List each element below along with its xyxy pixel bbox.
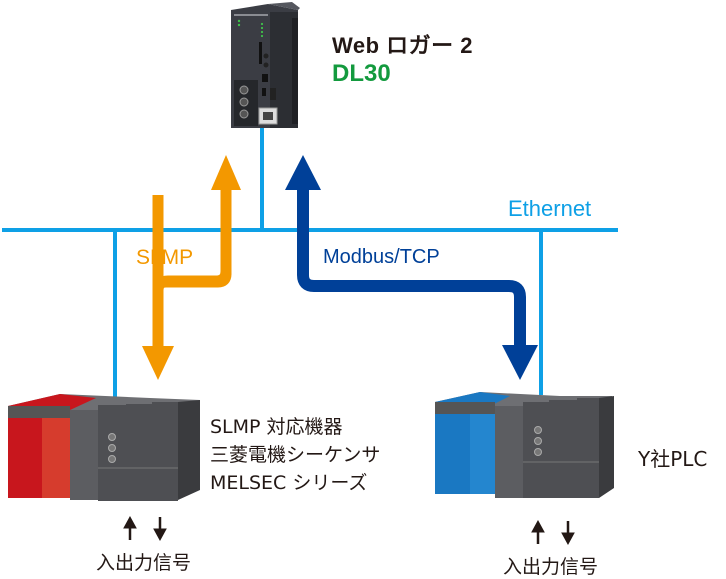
right-plc-label: Y社PLC bbox=[638, 447, 708, 471]
modbus-tcp-label: Modbus/TCP bbox=[323, 246, 440, 268]
device-model: DL30 bbox=[332, 60, 391, 87]
left-io-label: 入出力信号 bbox=[96, 552, 192, 574]
right-plc-image bbox=[435, 392, 614, 498]
slmp-label: SLMP bbox=[136, 246, 194, 269]
left-io-arrows bbox=[123, 515, 167, 542]
right-io-arrows bbox=[531, 519, 575, 546]
io-up-arrowhead bbox=[123, 515, 137, 529]
slmp-arrow bbox=[142, 155, 241, 380]
device-title: Web ロガー 2 bbox=[332, 33, 474, 58]
slmp-arrowhead-up bbox=[211, 155, 241, 190]
left-plc-desc-line: SLMP 対応機器 bbox=[210, 416, 343, 438]
io-down-arrowhead bbox=[153, 528, 167, 542]
left-plc-desc-line: 三菱電機シーケンサ bbox=[210, 444, 381, 466]
left-plc-desc-line: MELSEC シリーズ bbox=[210, 472, 368, 494]
right-io-label: 入出力信号 bbox=[503, 556, 599, 578]
modbus-arrowhead-up bbox=[285, 155, 321, 190]
left-plc-description: SLMP 対応機器 三菱電機シーケンサ MELSEC シリーズ bbox=[210, 413, 380, 497]
dl30-device-image bbox=[231, 2, 300, 128]
ethernet-bus bbox=[2, 125, 618, 400]
io-up-arrowhead bbox=[531, 519, 545, 533]
modbus-tcp-arrow bbox=[285, 155, 538, 380]
ethernet-label: Ethernet bbox=[508, 196, 592, 221]
slmp-arrowhead-down bbox=[142, 346, 174, 380]
io-down-arrowhead bbox=[561, 532, 575, 546]
modbus-arrowhead-down bbox=[502, 345, 538, 380]
left-plc-image bbox=[8, 394, 200, 501]
